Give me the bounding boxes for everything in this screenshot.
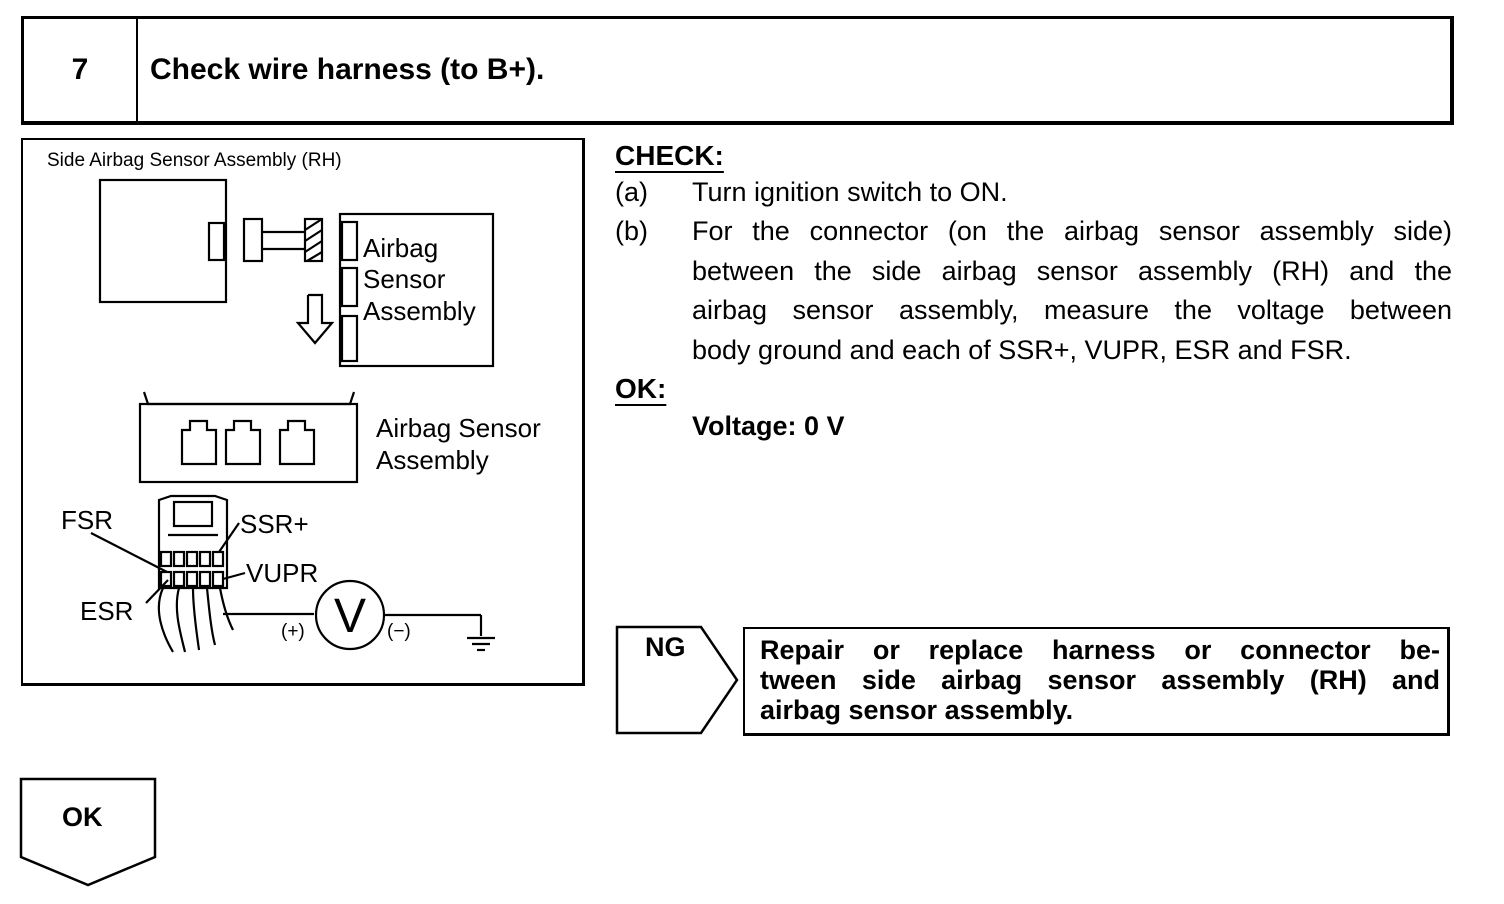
wiring-diagram: V (90, 178, 495, 653)
voltage-spec: Voltage: 0 V (692, 411, 845, 441)
connector-bracket (142, 391, 356, 406)
harness-connector-front (157, 494, 229, 590)
side-sensor-connector (207, 221, 226, 262)
ssr-plus-label: SSR+ (240, 509, 309, 539)
sensor-label-line-3: Assembly (363, 296, 476, 326)
step-number: 7 (24, 19, 138, 121)
down-arrow-icon (295, 293, 335, 345)
step-header: 7 Check wire harness (to B+). (21, 16, 1454, 125)
step-b-marker: (b) (615, 216, 648, 246)
ng-action-text: Repair or replace harness or connector b… (760, 635, 1440, 725)
meter-plus-label: (+) (281, 621, 305, 642)
side-airbag-sensor-box (98, 178, 228, 304)
harness-plug-left (242, 217, 264, 263)
voltmeter-symbol: V (334, 590, 366, 643)
wiring-illustration: V Side Airbag Sensor Assembly (RH) Airba… (21, 138, 585, 686)
fsr-label: FSR (61, 505, 113, 535)
step-b-line-3: airbag sensor assembly, measure the volt… (692, 295, 1452, 325)
terminal-slot-1 (180, 419, 218, 466)
meter-minus-label: (−) (387, 621, 411, 642)
ng-action-line-3: airbag sensor assembly. (760, 695, 1074, 725)
airbag-sensor-assembly-box (338, 212, 495, 368)
step-title: Check wire harness (to B+). (150, 53, 545, 86)
esr-leader (145, 579, 169, 604)
step-b-line-1: For the connector (on the airbag sensor … (692, 216, 1452, 246)
connector-housing (138, 402, 359, 484)
ng-label: NG (645, 632, 686, 662)
connector-label-line-1: Airbag Sensor (376, 413, 541, 443)
ng-arrow-icon (615, 625, 739, 735)
esr-label: ESR (80, 596, 134, 626)
sensor-label-line-2: Sensor (363, 264, 446, 294)
step-b-line-2: between the side airbag sensor assembly … (692, 256, 1452, 286)
vupr-leader (222, 571, 246, 581)
check-heading: CHECK: (615, 140, 724, 171)
ng-action-line-2: tween side airbag sensor assembly (RH) a… (760, 665, 1440, 695)
terminal-slot-2 (224, 419, 262, 466)
wire-5 (218, 587, 234, 631)
step-a-marker: (a) (615, 177, 648, 207)
ok-heading: OK: (615, 373, 667, 404)
ok-arrow-icon (19, 777, 157, 887)
ssr-plus-leader (218, 522, 240, 553)
ok-label: OK (62, 802, 103, 832)
connector-label-line-2: Assembly (376, 445, 489, 475)
fsr-leader (90, 532, 168, 573)
ng-action-line-1: Repair or replace harness or connector b… (760, 635, 1440, 665)
wire-1 (157, 587, 174, 653)
side-airbag-sensor-label: Side Airbag Sensor Assembly (RH) (47, 150, 342, 171)
wire-2 (175, 587, 187, 653)
ng-action-box: Repair or replace harness or connector b… (743, 627, 1450, 736)
wire-4 (205, 587, 217, 646)
step-b-line-4: body ground and each of SSR+, VUPR, ESR … (692, 335, 1352, 365)
vupr-label: VUPR (246, 558, 319, 588)
step-a-text: Turn ignition switch to ON. (692, 177, 1008, 207)
sensor-label-line-1: Airbag (363, 233, 439, 263)
terminal-slot-3 (278, 419, 316, 466)
wire-3 (191, 587, 201, 651)
